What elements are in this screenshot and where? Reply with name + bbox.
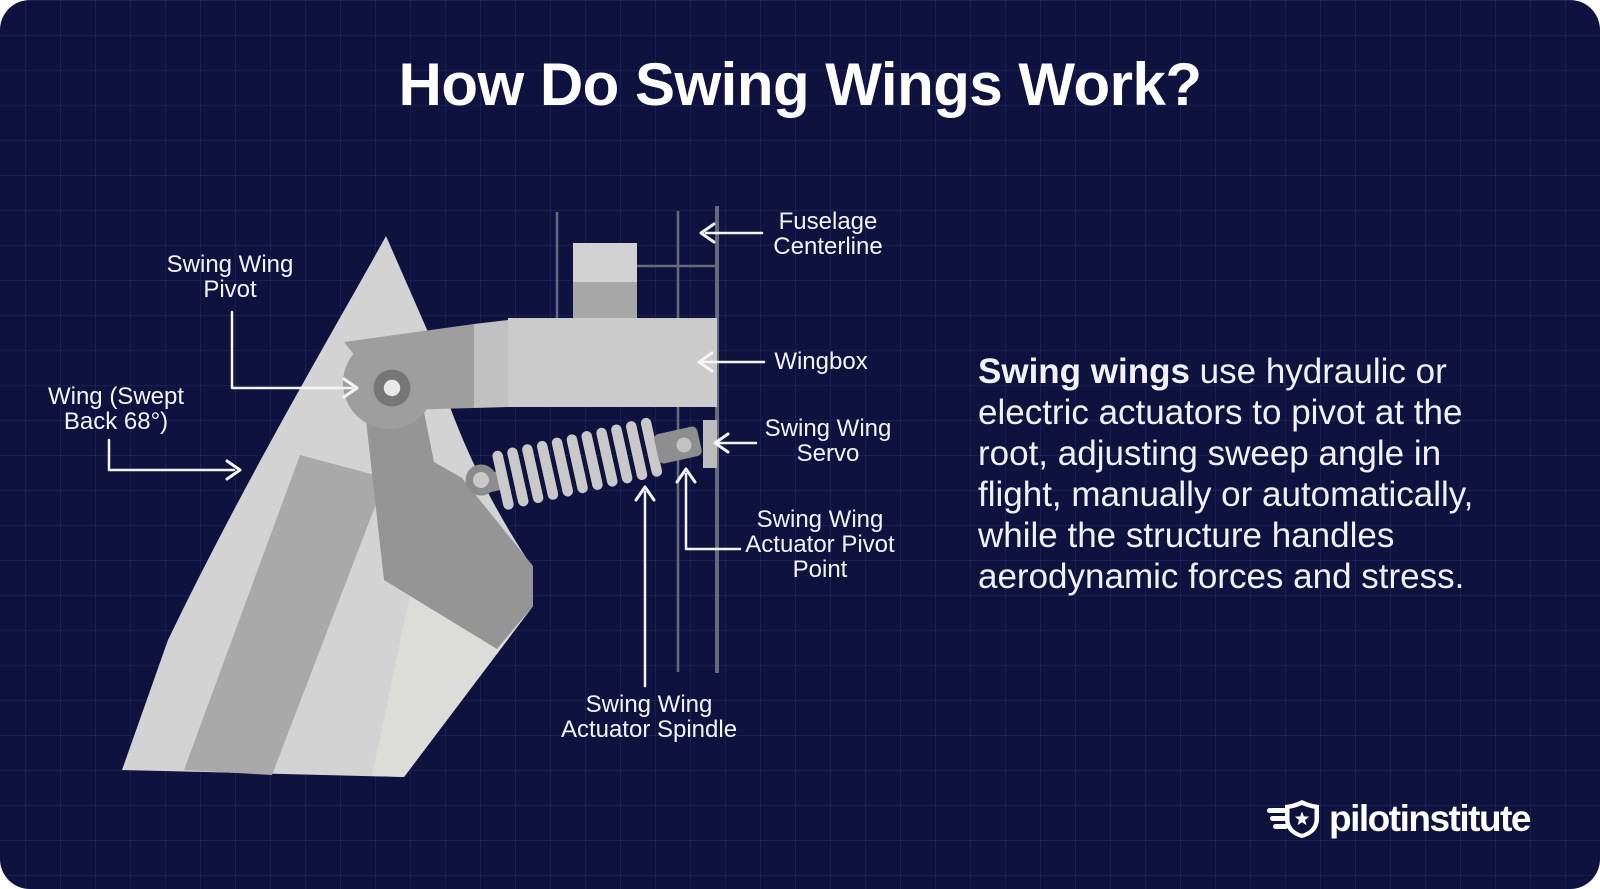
leader-actuator-pivot — [684, 472, 742, 551]
arrow-left-wingbox — [697, 351, 714, 373]
tail-box-lower — [573, 282, 637, 320]
label-swing-wing-pivot: Swing Wing Pivot — [166, 251, 294, 303]
arrow-up-actuator-pivot — [675, 467, 697, 484]
label-wing-swept-back: Wing (Swept Back 68°) — [47, 383, 185, 435]
description-line: while the structure handles — [978, 516, 1395, 555]
tail-box-upper — [573, 243, 637, 282]
actuator-left-eyelet-hole — [473, 472, 489, 488]
pivot-bearing-hole — [383, 379, 401, 397]
label-fuselage-centerline: Fuselage Centerline — [773, 208, 883, 260]
label-swing-wing-servo: Swing Wing Servo — [764, 415, 892, 467]
leader-pivot — [230, 310, 354, 390]
arrow-right-pivot — [342, 377, 359, 399]
arrowheads — [225, 222, 730, 502]
arrow-left-servo — [713, 432, 730, 454]
leader-wing — [107, 438, 236, 472]
pilot-institute-logo: pilotinstitute — [1266, 797, 1531, 841]
pivot-arm-lower — [366, 412, 533, 649]
logo-wordmark: pilotinstitute — [1329, 798, 1531, 839]
actuator-bellows — [474, 417, 663, 510]
actuator-pivot-point-hole — [676, 437, 692, 453]
description-line: electric actuators to pivot at the — [978, 393, 1463, 432]
description-text: Swing wings use hydraulic or electric ac… — [978, 351, 1578, 597]
leader-lines — [107, 231, 766, 688]
description-line: root, adjusting sweep angle in — [978, 434, 1442, 473]
wingbox-shape — [508, 318, 717, 407]
pivot-arm-transition — [474, 320, 508, 408]
label-actuator-pivot-point: Swing Wing Actuator Pivot Point — [745, 506, 895, 583]
page-title: How Do Swing Wings Work? — [398, 51, 1202, 118]
description-line: flight, manually or automatically, — [978, 475, 1474, 514]
label-wingbox: Wingbox — [774, 348, 868, 375]
shield-star-wings-icon — [1267, 800, 1319, 838]
arrow-left-fuselage — [699, 222, 716, 244]
description-line: aerodynamic forces and stress. — [978, 557, 1465, 596]
servo-shape — [703, 420, 717, 468]
wing-stripe — [184, 455, 386, 775]
arrow-right-wing — [225, 459, 242, 481]
description-line: Swing wings use hydraulic or — [978, 352, 1447, 391]
label-actuator-spindle: Swing Wing Actuator Spindle — [560, 691, 738, 743]
arrow-up-spindle — [634, 485, 656, 502]
